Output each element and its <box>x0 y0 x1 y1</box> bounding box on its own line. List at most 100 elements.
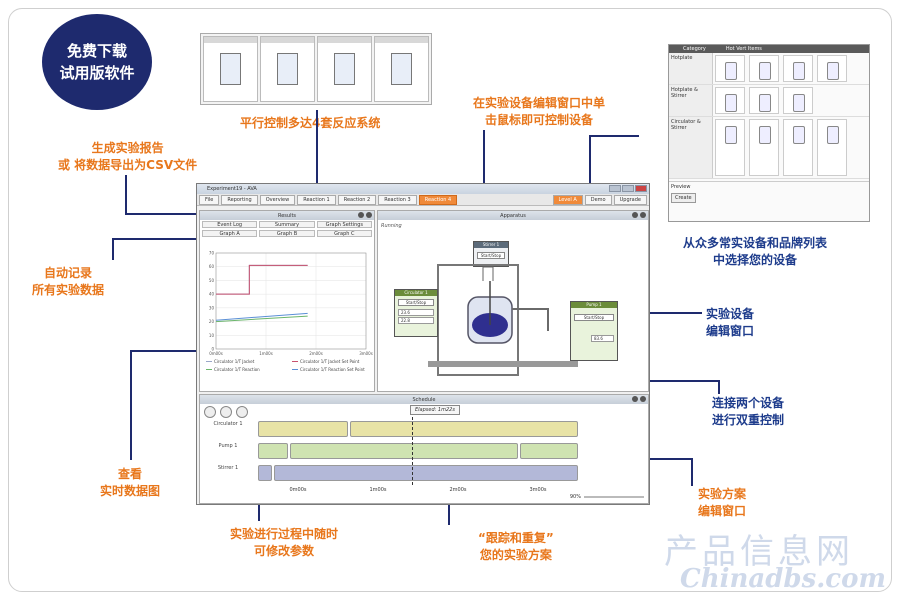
menu-bar: File Reporting Overview Reaction 1 React… <box>197 194 649 206</box>
tab-reaction-2[interactable]: Reaction 2 <box>337 194 377 205</box>
close-icon[interactable] <box>640 396 646 402</box>
callout-report: 生成实验报告 或 将数据导出为CSV文件 <box>58 140 197 174</box>
callout-track-line-1: “跟踪和重复” <box>478 531 554 545</box>
tab-graph-c[interactable]: Graph C <box>316 230 372 237</box>
demo-button[interactable]: Demo <box>584 194 612 205</box>
callout-editor-line-2: 编辑窗口 <box>706 324 755 338</box>
stirrer-start-stop-button[interactable]: Start/Stop <box>477 252 505 259</box>
upgrade-button[interactable]: Upgrade <box>613 194 647 205</box>
schedule-step-circulator[interactable] <box>258 421 348 437</box>
circulator-start-stop-button[interactable]: Start/Stop <box>398 299 434 306</box>
callout-report-line-2: 或 将数据导出为CSV文件 <box>58 158 198 172</box>
pause-icon[interactable] <box>236 406 248 418</box>
help-icon[interactable] <box>632 212 638 218</box>
connector-line <box>718 380 720 394</box>
equipment-item[interactable] <box>715 55 745 82</box>
time-tick: 3m00s <box>529 487 547 493</box>
create-button[interactable]: Create <box>671 193 696 203</box>
schedule-step-pump[interactable] <box>258 443 288 459</box>
zoom-slider[interactable] <box>584 496 644 498</box>
equipment-category[interactable]: Circulator & Stirrer <box>669 117 713 178</box>
schedule-step-stirrer[interactable] <box>258 465 272 481</box>
circulator-device[interactable]: Circulator 1 Start/Stop 23.6 22.8 <box>394 289 438 337</box>
tab-graph-settings[interactable]: Graph Settings <box>316 221 372 228</box>
reaction-thumbnail <box>317 36 372 102</box>
equipment-item[interactable] <box>749 119 779 176</box>
y-tick-label: 30 <box>209 305 215 310</box>
equipment-item[interactable] <box>749 55 779 82</box>
schedule-lane-labels: Circulator 1 Pump 1 Stirrer 1 <box>204 421 252 487</box>
callout-realtime: 查看 实时数据图 <box>100 466 160 500</box>
maximize-button[interactable] <box>622 185 634 192</box>
zoom-level: 90% <box>569 494 581 500</box>
tab-overview[interactable]: Overview <box>259 194 296 205</box>
minimize-button[interactable] <box>609 185 621 192</box>
circulator-jacket-temp[interactable]: 23.6 <box>398 309 434 316</box>
equipment-item[interactable] <box>783 87 813 114</box>
window-controls <box>609 185 647 192</box>
equipment-item[interactable] <box>749 87 779 114</box>
time-tick: 1m00s <box>369 487 387 493</box>
callout-scheme-line-1: 实验方案 <box>698 487 747 501</box>
free-trial-badge[interactable]: 免费下载 试用版软件 <box>42 14 152 110</box>
equipment-item[interactable] <box>783 55 813 82</box>
zoom-control[interactable]: 90% <box>570 494 644 500</box>
equipment-category[interactable]: Hotplate & Stirrer <box>669 85 713 116</box>
apparatus-title: Apparatus <box>500 212 526 219</box>
callout-choose: 从众多常实设备和品牌列表 中选择您的设备 <box>683 235 827 269</box>
circulator-reaction-temp[interactable]: 22.8 <box>398 317 434 324</box>
tab-reaction-1[interactable]: Reaction 1 <box>297 194 336 205</box>
close-button[interactable] <box>635 185 647 192</box>
pump-rate-value[interactable]: 83.6 <box>591 335 614 342</box>
connector-line <box>125 175 127 215</box>
tab-reaction-4[interactable]: Reaction 4 <box>418 194 458 205</box>
help-icon[interactable] <box>358 212 364 218</box>
menu-right-buttons: Level A Demo Upgrade <box>552 194 649 205</box>
help-icon[interactable] <box>632 396 638 402</box>
stirrer-device[interactable]: Stirrer 1 Start/Stop <box>473 241 509 267</box>
callout-connect-line-2: 进行双重控制 <box>712 413 785 427</box>
reaction-thumbnail <box>203 36 258 102</box>
callout-connect: 连接两个设备 进行双重控制 <box>712 395 784 429</box>
tab-file[interactable]: File <box>199 194 220 205</box>
tab-reporting[interactable]: Reporting <box>221 194 258 205</box>
schedule-step-pump[interactable] <box>520 443 578 459</box>
tab-graph-a[interactable]: Graph A <box>202 230 258 237</box>
tab-reaction-3[interactable]: Reaction 3 <box>378 194 417 205</box>
playhead[interactable] <box>412 417 413 485</box>
circulator-label: Circulator 1 <box>395 290 437 296</box>
schedule-step-pump[interactable] <box>290 443 518 459</box>
pump-start-stop-button[interactable]: Start/Stop <box>574 314 614 321</box>
close-icon[interactable] <box>366 212 372 218</box>
schedule-title: Schedule <box>412 396 436 403</box>
callout-click-control-line-1: 在实验设备编辑窗口中单 <box>473 96 606 110</box>
callout-record-line-2: 所有实验数据 <box>32 283 105 297</box>
tab-event-log[interactable]: Event Log <box>202 221 258 228</box>
y-tick-label: 50 <box>209 278 215 283</box>
equipment-item[interactable] <box>715 87 745 114</box>
pump-device[interactable]: Pump 1 Start/Stop 83.6 <box>570 301 618 361</box>
legend-entry: Circulator 1/T Reaction Set Point <box>300 367 365 372</box>
equipment-item[interactable] <box>715 119 745 176</box>
level-button[interactable]: Level A <box>552 194 583 205</box>
close-icon[interactable] <box>640 212 646 218</box>
schedule-header: Schedule <box>200 395 648 404</box>
play-icon[interactable] <box>220 406 232 418</box>
tab-graph-b[interactable]: Graph B <box>259 230 315 237</box>
schedule-step-stirrer[interactable] <box>274 465 578 481</box>
schedule-step-circulator[interactable] <box>350 421 578 437</box>
equipment-category[interactable]: Hotplate <box>669 53 713 84</box>
equipment-selector-panel: Category Hot Vert Items Hotplate Hotplat… <box>668 44 870 222</box>
equipment-category-row: Hotplate & Stirrer <box>669 85 869 117</box>
equipment-item[interactable] <box>817 55 847 82</box>
equipment-item[interactable] <box>817 119 847 176</box>
callout-track: “跟踪和重复” 您的实验方案 <box>478 530 554 564</box>
tab-summary[interactable]: Summary <box>259 221 315 228</box>
equipment-item[interactable] <box>783 119 813 176</box>
callout-track-line-2: 您的实验方案 <box>479 548 552 562</box>
equipment-header-items: Hot Vert Items <box>725 46 762 52</box>
pump-label: Pump 1 <box>571 302 617 308</box>
stop-icon[interactable] <box>204 406 216 418</box>
results-title: Results <box>277 212 297 219</box>
